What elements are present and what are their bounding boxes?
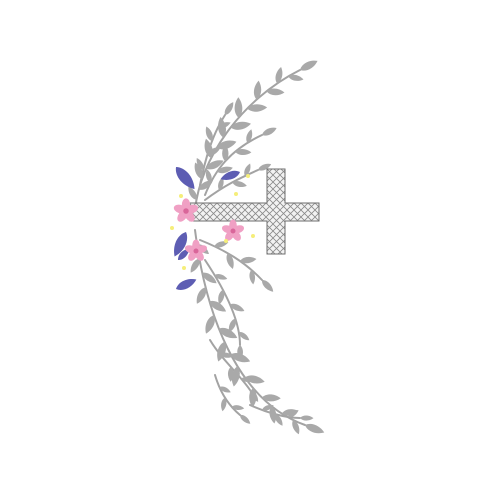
leaf-icon (238, 413, 252, 426)
leaf-icon (303, 421, 326, 437)
yellow-dot (224, 239, 228, 243)
yellow-dot (179, 194, 183, 198)
yellow-dot (251, 234, 255, 238)
leaf-icon (260, 125, 278, 138)
flower-group (173, 198, 245, 261)
leaf-icon (213, 272, 228, 282)
leaf-icon (174, 275, 199, 293)
flower-icon (221, 219, 245, 241)
leaf-icon (171, 163, 199, 193)
stem (194, 69, 301, 211)
stem (204, 169, 259, 201)
stem (199, 239, 263, 281)
yellow-dot (234, 192, 238, 196)
cross-icon (189, 168, 320, 255)
leaf-icon (259, 277, 276, 294)
leaf-icon (298, 57, 320, 74)
leaf-icon (299, 415, 314, 421)
yellow-dot (182, 266, 186, 270)
yellow-dots (170, 174, 255, 270)
flower-icon (173, 198, 199, 222)
flower-icon (184, 239, 208, 261)
leaf-icon (229, 119, 252, 132)
yellow-dot (170, 226, 174, 230)
stem (209, 339, 251, 391)
wreath-stems (194, 69, 306, 426)
leaf-icon (244, 128, 254, 144)
leaf-icon (274, 66, 285, 85)
wreath-leaves (185, 57, 326, 437)
yellow-dot (246, 174, 250, 178)
stem (204, 259, 241, 346)
